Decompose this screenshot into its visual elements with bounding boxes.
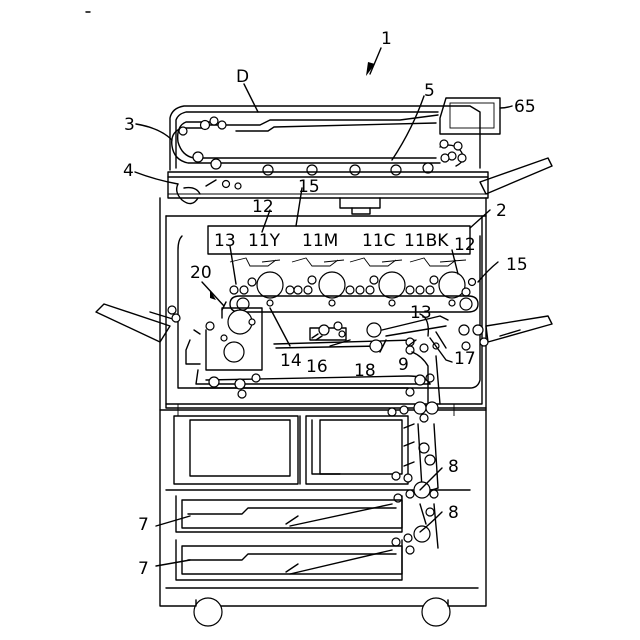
label-18: 18 [354,361,376,381]
label-8-upper: 8 [448,457,459,477]
label-15-right: 15 [506,255,528,275]
label-65: 65 [514,97,536,117]
label-11c: 11C [362,231,396,251]
operation-panel [440,98,512,134]
label-3: 3 [124,115,135,135]
label-13-left: 13 [214,231,236,251]
label-11y: 11Y [248,231,281,251]
casters [194,598,450,626]
label-13-right: 13 [410,303,432,323]
label-7-lower: 7 [138,559,149,579]
label-7-upper: 7 [138,515,149,535]
label-14: 14 [280,351,302,371]
upper-exit-tray [480,158,552,194]
label-11bk: 11BK [404,231,449,251]
process-units [230,272,478,312]
label-1: 1 [381,29,392,49]
fixing-unit [186,308,262,370]
label-20: 20 [190,263,212,283]
manual-feed-tray [96,304,180,342]
label-16: 16 [306,357,328,377]
side-exit-tray [459,316,552,350]
label-11m: 11M [302,231,338,251]
machine-arrow [366,48,381,76]
label-8-lower: 8 [448,503,459,523]
scanner-unit [168,172,488,204]
label-2: 2 [496,201,507,221]
label-d: D [236,67,249,87]
label-5: 5 [424,81,435,101]
lower-cabinet [166,416,470,490]
label-12-left: 12 [252,197,274,217]
label-9: 9 [398,355,409,375]
document-feeder [170,106,480,175]
paper-feeders [392,482,438,554]
label-4: 4 [123,161,134,181]
label-15-top: 15 [298,177,320,197]
label-12-right: 12 [454,235,476,255]
label-17: 17 [454,349,476,369]
